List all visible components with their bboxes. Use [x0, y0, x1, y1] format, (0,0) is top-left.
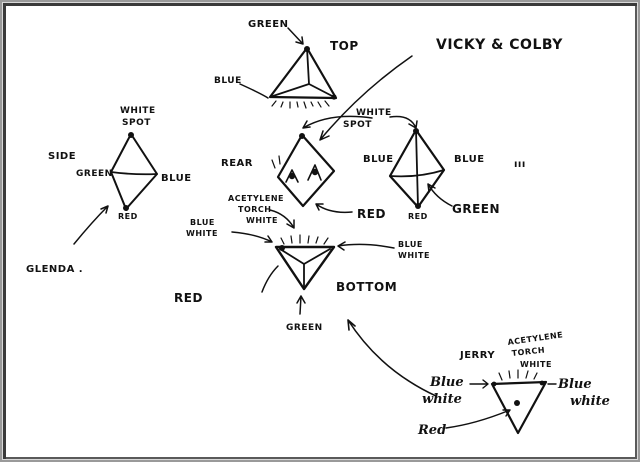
rear-torch-label-1: ACETYLENE	[228, 194, 284, 203]
right-red-label: RED	[408, 212, 428, 221]
rear-red-arrow	[315, 203, 353, 214]
bottom-blue-white-right-arrow	[337, 241, 395, 251]
top-blue-line	[239, 83, 269, 99]
right-blue-left-label: BLUE	[363, 154, 394, 165]
top-view-shape	[268, 46, 338, 109]
side-white-spot-label-2: SPOT	[122, 118, 151, 128]
torch-arrow	[269, 209, 295, 229]
bottom-blue-white-right-label-2: WHITE	[398, 251, 430, 260]
side-white-spot-label-1: WHITE	[120, 106, 156, 116]
top-label: TOP	[330, 39, 359, 53]
rear-label: REAR	[221, 158, 253, 169]
jerry-blue-white-right-label-1: Blue	[557, 377, 592, 392]
bottom-blue-white-left-label-2: WHITE	[186, 229, 218, 238]
right-blue-right-label: BLUE	[454, 154, 485, 165]
red-left-label: RED	[174, 291, 203, 305]
jerry-view-shape	[490, 369, 548, 435]
side-label: SIDE	[48, 151, 76, 162]
right-green-label: GREEN	[452, 202, 500, 216]
bottom-blue-white-left-arrow	[231, 231, 273, 243]
jerry-blue-white-right-label-2: white	[570, 394, 610, 409]
vicky-colby-label: VICKY & COLBY	[436, 37, 563, 53]
jerry-torch-label-2: TORCH	[511, 346, 545, 358]
jerry-torch-label-1: ACETYLENE	[507, 330, 564, 347]
side-red-label: RED	[118, 212, 138, 221]
glenda-arrow	[73, 205, 109, 245]
jerry-label: JERRY	[459, 350, 495, 361]
side-view-shape	[110, 132, 158, 211]
bottom-green-label: GREEN	[286, 323, 323, 333]
rear-white-spot-label-2: SPOT	[343, 120, 372, 130]
top-green-label: GREEN	[248, 19, 288, 30]
vicky-colby-arrow	[319, 55, 413, 141]
white-spot-arrow-right	[389, 115, 418, 129]
jerry-arrow	[347, 319, 437, 397]
jerry-blue-white-left-label-1: Blue	[429, 375, 464, 390]
right-marks: ııı	[514, 159, 526, 170]
bottom-blue-white-right-label-1: BLUE	[398, 240, 423, 249]
rear-torch-label-3: WHITE	[246, 216, 278, 225]
bottom-label: BOTTOM	[336, 280, 397, 294]
rear-red-label: RED	[357, 207, 386, 221]
bottom-blue-white-left-label-1: BLUE	[190, 218, 215, 227]
top-green-arrow	[287, 27, 304, 45]
jerry-left-arrow	[469, 379, 489, 389]
jerry-red-arrow	[445, 409, 511, 429]
bottom-left-line	[261, 265, 279, 293]
bottom-view-shape	[274, 234, 336, 291]
rear-view-shape	[271, 133, 336, 208]
right-green-arrow	[427, 183, 453, 207]
white-spot-arrow-left	[302, 115, 373, 129]
right-view-shape	[388, 128, 446, 209]
jerry-torch-label-3: WHITE	[520, 360, 552, 369]
rear-white-spot-label-1: WHITE	[356, 108, 392, 118]
rear-torch-label-2: TORCH	[238, 205, 271, 214]
jerry-blue-white-left-label-2: white	[422, 392, 462, 407]
side-green-label: GREEN	[76, 169, 113, 179]
jerry-red-label: Red	[417, 423, 446, 438]
bottom-green-arrow	[296, 295, 306, 315]
glenda-label: GLENDA .	[26, 264, 83, 275]
side-blue-label: BLUE	[161, 173, 192, 184]
top-blue-label: BLUE	[214, 76, 242, 86]
